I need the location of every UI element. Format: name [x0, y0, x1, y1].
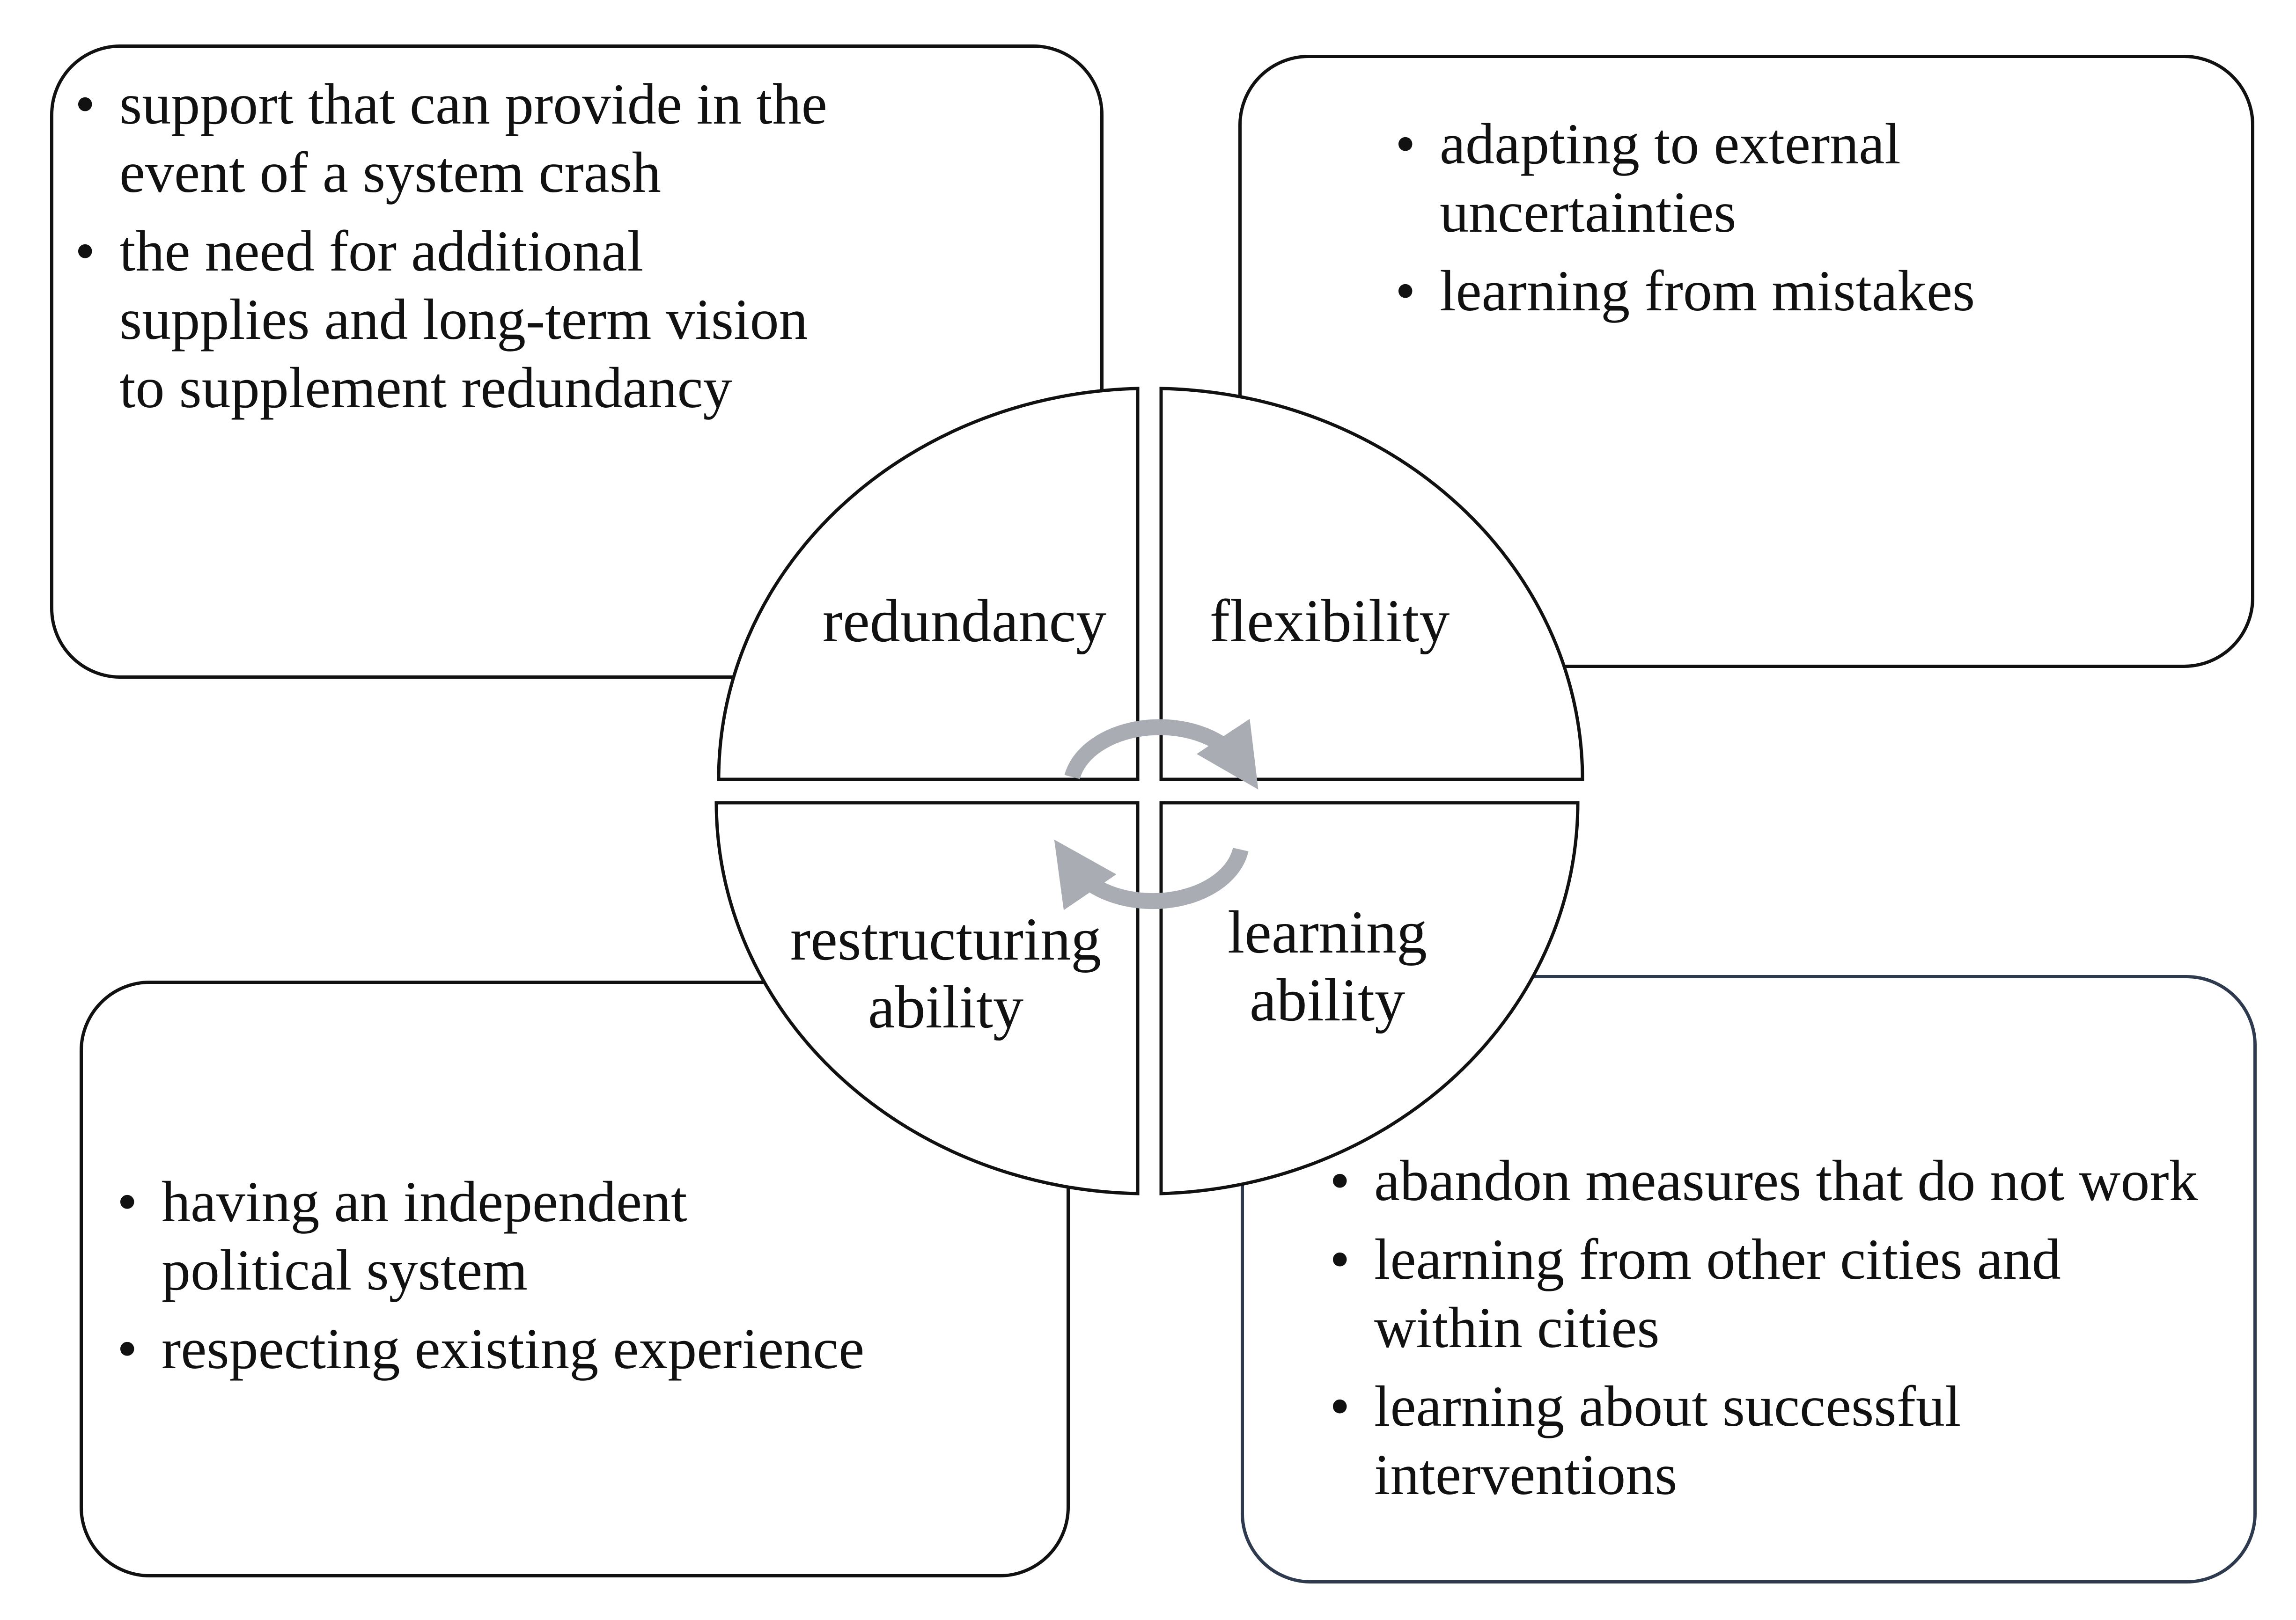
- cycle-arrow-bottom-icon: [1054, 839, 1249, 910]
- bullet-dot: •: [1395, 259, 1416, 323]
- bullet-dot: •: [75, 72, 96, 136]
- flexibility-label-text: flexibility: [1209, 587, 1450, 655]
- list-item-text: learning about successful: [1374, 1374, 1961, 1438]
- bullet-dot: •: [75, 219, 96, 283]
- bottom-right-bullet-list: • abandon measures that do not work • lear…: [1330, 1147, 2198, 1519]
- list-item: • abandon measures that do not work: [1330, 1147, 2198, 1215]
- list-item-text: uncertainties: [1440, 180, 1737, 244]
- learning-label-line2: ability: [1249, 967, 1406, 1034]
- bullet-dot: •: [117, 1170, 138, 1234]
- bullet-dot: •: [1330, 1149, 1350, 1213]
- list-item-text: supplies and long-term vision: [119, 287, 808, 352]
- list-item-text: to supplement redundancy: [119, 356, 732, 420]
- learning-label-line1: learning: [1228, 899, 1427, 966]
- bullet-dot: •: [117, 1317, 138, 1381]
- redundancy-label-text: redundancy: [822, 587, 1107, 655]
- list-item-text: political system: [162, 1238, 528, 1302]
- cycle-arrow-top-icon: [1064, 718, 1258, 790]
- flexibility-label: flexibility: [1189, 587, 1470, 655]
- bullet-dot: •: [1330, 1227, 1350, 1291]
- list-item-text: adapting to external: [1440, 112, 1901, 176]
- list-item: • learning from mistakes: [1395, 257, 1975, 325]
- list-item-text: abandon measures that do not work: [1374, 1149, 2198, 1213]
- bullet-dot: •: [1330, 1374, 1350, 1438]
- list-item-text: learning from other cities and: [1374, 1227, 2061, 1291]
- restructuring-label-line2: ability: [868, 974, 1024, 1041]
- quadrant-redundancy: [717, 387, 1140, 781]
- redundancy-label: redundancy: [815, 587, 1114, 655]
- list-item-text: interventions: [1374, 1443, 1678, 1507]
- list-item-text: the need for additional: [119, 219, 644, 283]
- bullet-dot: •: [1395, 112, 1416, 176]
- restructuring-label-line1: restructuring: [790, 906, 1102, 973]
- list-item-text: event of a system crash: [119, 140, 661, 205]
- quadrant-learning-ability: [1159, 801, 1580, 1195]
- list-item-text: having an independent: [162, 1170, 687, 1234]
- list-item-text: within cities: [1374, 1296, 1660, 1360]
- list-item-text: respecting existing experience: [162, 1317, 865, 1381]
- list-item-text: learning from mistakes: [1440, 259, 1975, 323]
- list-item: • respecting existing experience: [117, 1315, 864, 1383]
- list-item-text: support that can provide in the: [119, 72, 827, 136]
- quadrant-restructuring-ability: [714, 801, 1140, 1195]
- quadrant-flexibility: [1159, 387, 1584, 781]
